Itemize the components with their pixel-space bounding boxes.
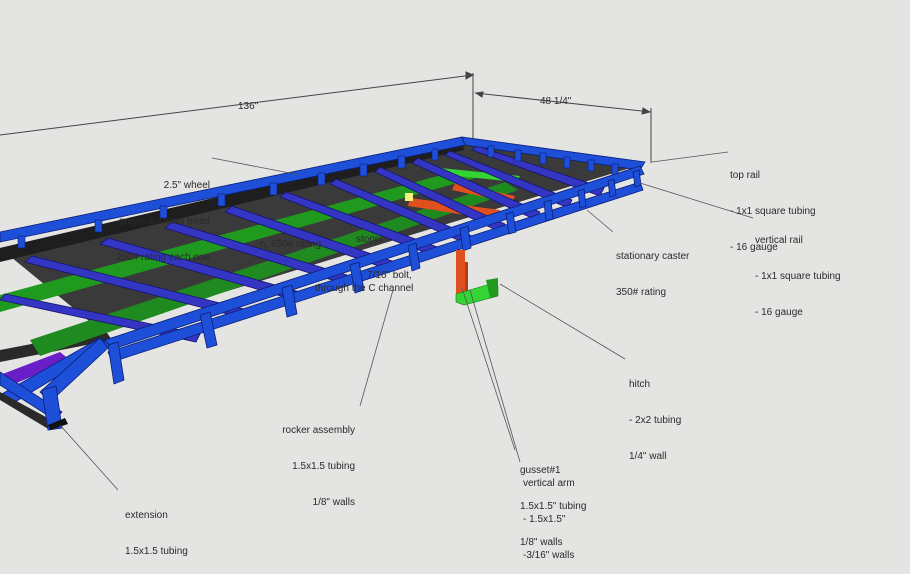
hitch — [455, 250, 499, 306]
hidden-rating-label: n, 650# rating — [260, 239, 322, 250]
hidden-bolt-label: 7/16" bolt, — [367, 270, 412, 281]
hidden-channel-label: through the C channel — [315, 283, 414, 294]
rocker-assembly-label: rocker assembly 1.5x1.5 tubing 1/8" wall… — [255, 401, 355, 521]
top-rail-back — [0, 136, 646, 243]
back-verticals — [17, 145, 619, 249]
width-dimension-label: 48 1/4" — [540, 96, 572, 107]
wheel-label-line2: greyhub crown tread — [118, 216, 210, 227]
vertical-rail-label-line1: vertical rail — [755, 235, 803, 246]
vertical-rail-label-line2: - 1x1 square tubing — [755, 271, 841, 282]
hitch-label: hitch - 2x2 tubing 1/4" wall — [629, 355, 681, 475]
vertical-rail-label: vertical rail - 1x1 square tubing - 16 g… — [755, 211, 841, 331]
rocker-assembly-label-line2: 1.5x1.5 tubing — [292, 461, 355, 472]
top-rail-label: top rail - 1x1 square tubing - 16 gauge — [730, 146, 816, 266]
wheel-label-line1: 2.5" wheel — [163, 180, 210, 191]
gusset-label-line2: 1.5x1.5" tubing — [520, 501, 587, 512]
stationary-caster-label-line1: stationary caster — [616, 251, 690, 262]
vertical-arm-label-line3: -3/16" walls — [523, 550, 575, 561]
stationary-caster-label-line2: 350# rating — [616, 287, 667, 298]
rocker-assembly-label-line1: rocker assembly — [282, 425, 355, 436]
vertical-rail-label-line3: - 16 gauge — [755, 307, 803, 318]
vertical-arm-label-line1: vertical arm — [523, 478, 575, 489]
gusset-label-line1: gusset#1 — [520, 465, 561, 476]
vertical-arm-label-line2: - 1.5x1.5" — [523, 514, 566, 525]
rocker-assembly-label-line3: 1/8" walls — [312, 497, 355, 508]
cross-members — [0, 145, 605, 343]
hidden-stop-label: stoppi — [356, 234, 383, 245]
front-verticals — [107, 169, 642, 385]
top-rail-label-line2: - 1x1 square tubing — [730, 206, 816, 217]
leader-lines — [59, 151, 754, 491]
length-dimension-label: 136" — [238, 101, 259, 112]
vertical-arm-label: vertical arm - 1.5x1.5" -3/16" walls — [523, 454, 575, 574]
wheel-label: 2.5" wheel greyhub crown tread 250# rati… — [100, 156, 210, 276]
extension-frame — [0, 337, 111, 431]
top-rail-label-line1: top rail — [730, 170, 761, 181]
model-viewport[interactable]: 136" 48 1/4" 2.5" wheel greyhub crown tr… — [0, 0, 910, 561]
hitch-label-line3: 1/4" wall — [629, 451, 667, 462]
extension-label-line2: 1.5x1.5 tubing — [125, 546, 188, 557]
hitch-label-line1: hitch — [629, 379, 651, 390]
wheel-label-line3: 250# rating each one — [116, 252, 210, 263]
extension-label: extension 1.5x1.5 tubing — [125, 486, 188, 570]
hitch-label-line2: - 2x2 tubing — [629, 415, 682, 426]
top-rail-label-line3: - 16 gauge — [730, 242, 778, 253]
trailer-frame-drawing — [0, 71, 754, 491]
dimension-lines — [0, 71, 652, 163]
stationary-caster-label: stationary caster 350# rating — [616, 227, 689, 311]
